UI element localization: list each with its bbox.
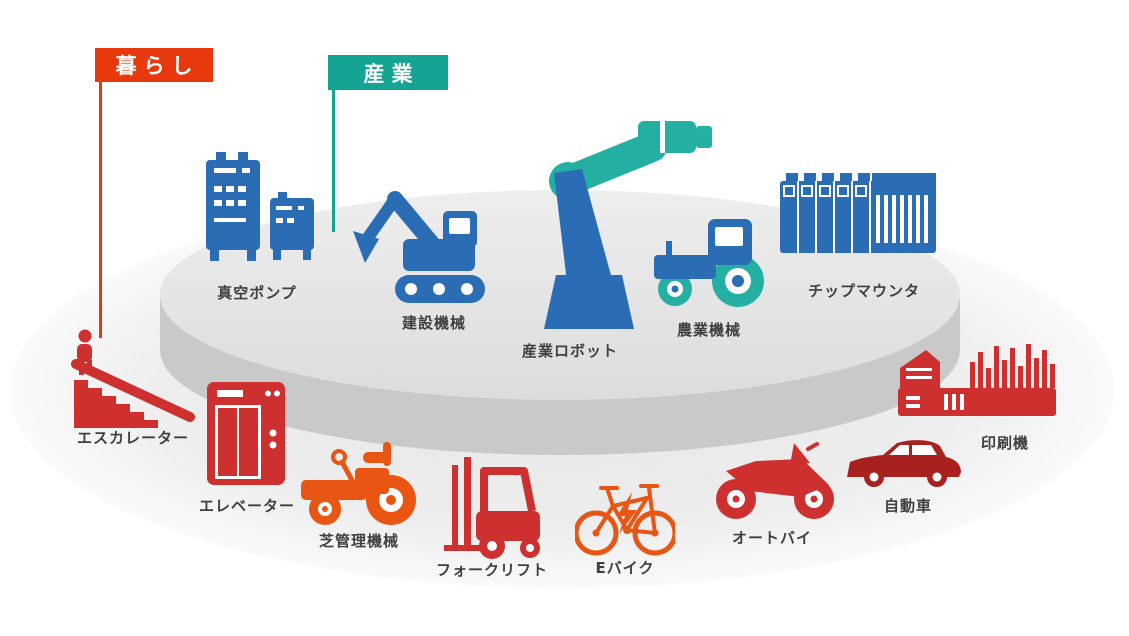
printing-machine-label: 印刷機 (980, 434, 1029, 452)
escalator-icon (71, 329, 195, 428)
e-bike-label: Eバイク (595, 559, 655, 577)
lifestyle-flag-pole (99, 82, 102, 338)
automobile-label: 自動車 (883, 497, 932, 515)
forklift-label: フォークリフト (435, 561, 548, 579)
excavator-icon (353, 191, 485, 303)
elevator-icon (207, 382, 285, 485)
lifestyle-flag-label: 暮らし (115, 54, 200, 78)
elevator-label: エレベーター (198, 497, 295, 515)
lawn-care-machinery-label: 芝管理機械 (318, 532, 399, 550)
industrial-robot-label: 産業ロボット (521, 342, 618, 360)
industry-flag-label: 産業 (363, 61, 420, 86)
industrial-robot-icon (544, 121, 712, 329)
car-icon (847, 440, 961, 487)
lifestyle-flag: 暮らし (95, 48, 213, 82)
motorcycle-label: オートバイ (731, 529, 812, 547)
vacuum-pump-label: 真空ポンプ (217, 284, 297, 302)
construction-machinery-label: 建設機械 (401, 314, 466, 332)
escalator-label: エスカレーター (76, 429, 189, 447)
lawn-mower-icon (301, 442, 416, 525)
tractor-icon (654, 219, 764, 307)
agricultural-machinery-label: 農業機械 (676, 321, 741, 339)
industry-flag: 産業 (328, 55, 448, 90)
vacuum-pump-icon (206, 152, 314, 261)
printing-machine-icon (898, 344, 1056, 416)
motorcycle-icon (716, 442, 834, 519)
forklift-icon (444, 457, 540, 559)
chip-mounter-icon (780, 173, 936, 253)
e-bike-icon (575, 484, 675, 556)
industry-flag-pole (332, 90, 335, 232)
chip-mounter-label: チップマウンタ (807, 282, 920, 300)
